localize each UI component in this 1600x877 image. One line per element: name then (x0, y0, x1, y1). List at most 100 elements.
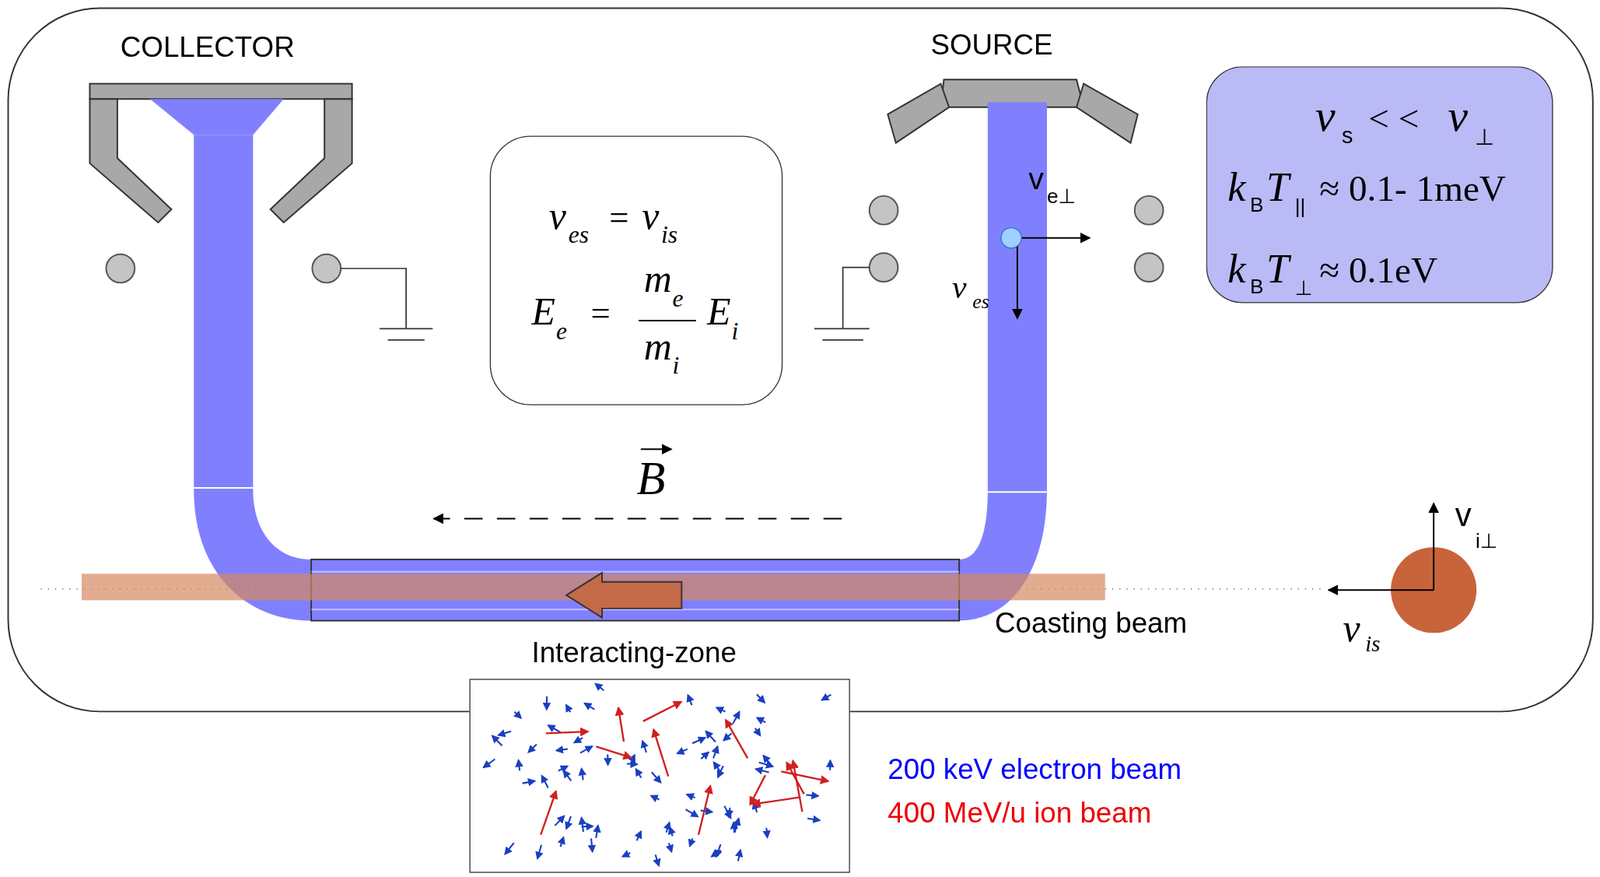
electron-arrow (710, 849, 721, 856)
ion-arrow (752, 796, 800, 804)
parameter-symbol: ≈ 0.1eV (1319, 252, 1438, 289)
electron-arrow (734, 817, 739, 832)
formula-symbol: is (661, 222, 678, 247)
electron-arrow (728, 806, 730, 816)
electron-arrow (723, 732, 732, 740)
velocity-symbol: v (1028, 163, 1044, 194)
electron-arrow (622, 851, 631, 856)
electron-arrow (805, 794, 818, 795)
parameter-symbol: v (1448, 94, 1469, 140)
ion-arrow (617, 707, 624, 741)
electron-arrow (547, 724, 561, 732)
electron-arrow (584, 702, 595, 709)
parameter-symbol: ⊥ (1295, 277, 1313, 298)
electron-arrow (716, 707, 725, 711)
electron-arrow (685, 808, 697, 816)
electron-arrow (668, 842, 671, 851)
formula-box: ves=visEe=memiEi (490, 135, 784, 405)
parameter-symbol: v (1315, 94, 1336, 140)
electron-arrow (724, 805, 731, 817)
formula-symbol: v (641, 196, 659, 235)
parameter-symbol: k (1227, 167, 1246, 208)
electron-arrow (514, 710, 521, 718)
electron-arrow (756, 717, 766, 722)
electron-arrow (705, 730, 715, 742)
outer-frame (7, 7, 1593, 711)
electron-arrow (565, 703, 570, 711)
electron-arrow (700, 751, 708, 758)
electron-beam (150, 98, 1047, 620)
electron-arrow (556, 748, 568, 750)
electron-arrow (821, 693, 831, 700)
electron-arrow (554, 815, 564, 825)
formula-symbol: = (591, 295, 611, 331)
formula-symbol: e (556, 318, 568, 343)
ion-arrow (545, 730, 588, 732)
electron-arrow (560, 836, 564, 846)
beam-note: 200 keV electron beam (887, 755, 1182, 785)
velocity-subscript: i⊥ (1475, 530, 1499, 551)
formula-symbol: E (707, 291, 731, 331)
formula-symbol: i (672, 353, 680, 378)
velocity-subscript: is (1365, 632, 1380, 655)
field-symbol: B (637, 455, 666, 502)
formula-symbol: e (672, 285, 684, 310)
parameter-symbol: T (1266, 167, 1289, 208)
velocity-symbol: v (952, 270, 967, 304)
formula-symbol: m (644, 326, 673, 366)
zone-heading: Interacting-zone (531, 638, 736, 668)
ion-arrow (749, 774, 765, 804)
interaction-zone: Interacting-zone (469, 678, 850, 872)
electron-arrow (654, 854, 659, 865)
beam-label: Coasting beam (994, 609, 1187, 638)
electron-arrow (687, 694, 692, 705)
electron-arrow (717, 765, 723, 777)
parameter-symbol: ⊥ (1474, 126, 1495, 150)
electron-arrow (630, 754, 634, 764)
ion-arrow (725, 719, 748, 758)
fraction-line (638, 318, 696, 321)
vector-arrow (640, 448, 672, 450)
electron-arrow (651, 771, 660, 782)
velocity-subscript: es (972, 290, 990, 312)
electron-arrow (541, 774, 548, 787)
electron-arrow (755, 768, 769, 772)
ion-arrow (780, 770, 828, 781)
electron-arrow (689, 837, 693, 846)
electron-arrow (626, 762, 637, 765)
fraction-bar (489, 135, 783, 405)
ion-arrow (642, 700, 681, 721)
electron-arrow (732, 710, 739, 723)
device-label: COLLECTOR (120, 33, 295, 63)
electron-arrow (579, 745, 592, 752)
velocity-arrow (1328, 588, 1434, 591)
electron-particle (1001, 227, 1022, 249)
parameter-symbol: B (1249, 193, 1264, 214)
formula-symbol: m (644, 259, 673, 298)
electron-arrow (491, 735, 501, 745)
electron-arrow (651, 794, 659, 799)
electron-arrow (581, 767, 583, 779)
parameter-symbol: ≈ 0.1- 1meV (1319, 170, 1506, 207)
electron-arrow (595, 824, 599, 837)
formula-symbol: v (549, 196, 567, 235)
velocity-arrow (1432, 503, 1435, 591)
electron-arrow (483, 758, 494, 767)
field-arrow (434, 517, 843, 519)
parameter-symbol: < < (1368, 100, 1419, 137)
beam-note: 400 MeV/u ion beam (887, 798, 1152, 828)
electron-arrow (574, 736, 583, 742)
ion-arrow (697, 785, 710, 835)
formula-symbol: = (609, 199, 629, 235)
electron-arrow (518, 759, 520, 770)
velocity-arrow (1016, 238, 1019, 319)
formula-symbol: i (731, 318, 739, 343)
ion-arrow (595, 745, 631, 757)
velocity-symbol: v (1342, 608, 1360, 648)
parameter-box: vs< <v⊥kBT||≈ 0.1- 1meVkBT⊥≈ 0.1eV (1206, 66, 1554, 303)
beam-direction-arrow (566, 572, 682, 618)
parameter-symbol: T (1266, 248, 1289, 290)
electron-arrow (563, 770, 571, 781)
electron-arrow (566, 815, 571, 828)
parameter-symbol: B (1249, 275, 1264, 296)
